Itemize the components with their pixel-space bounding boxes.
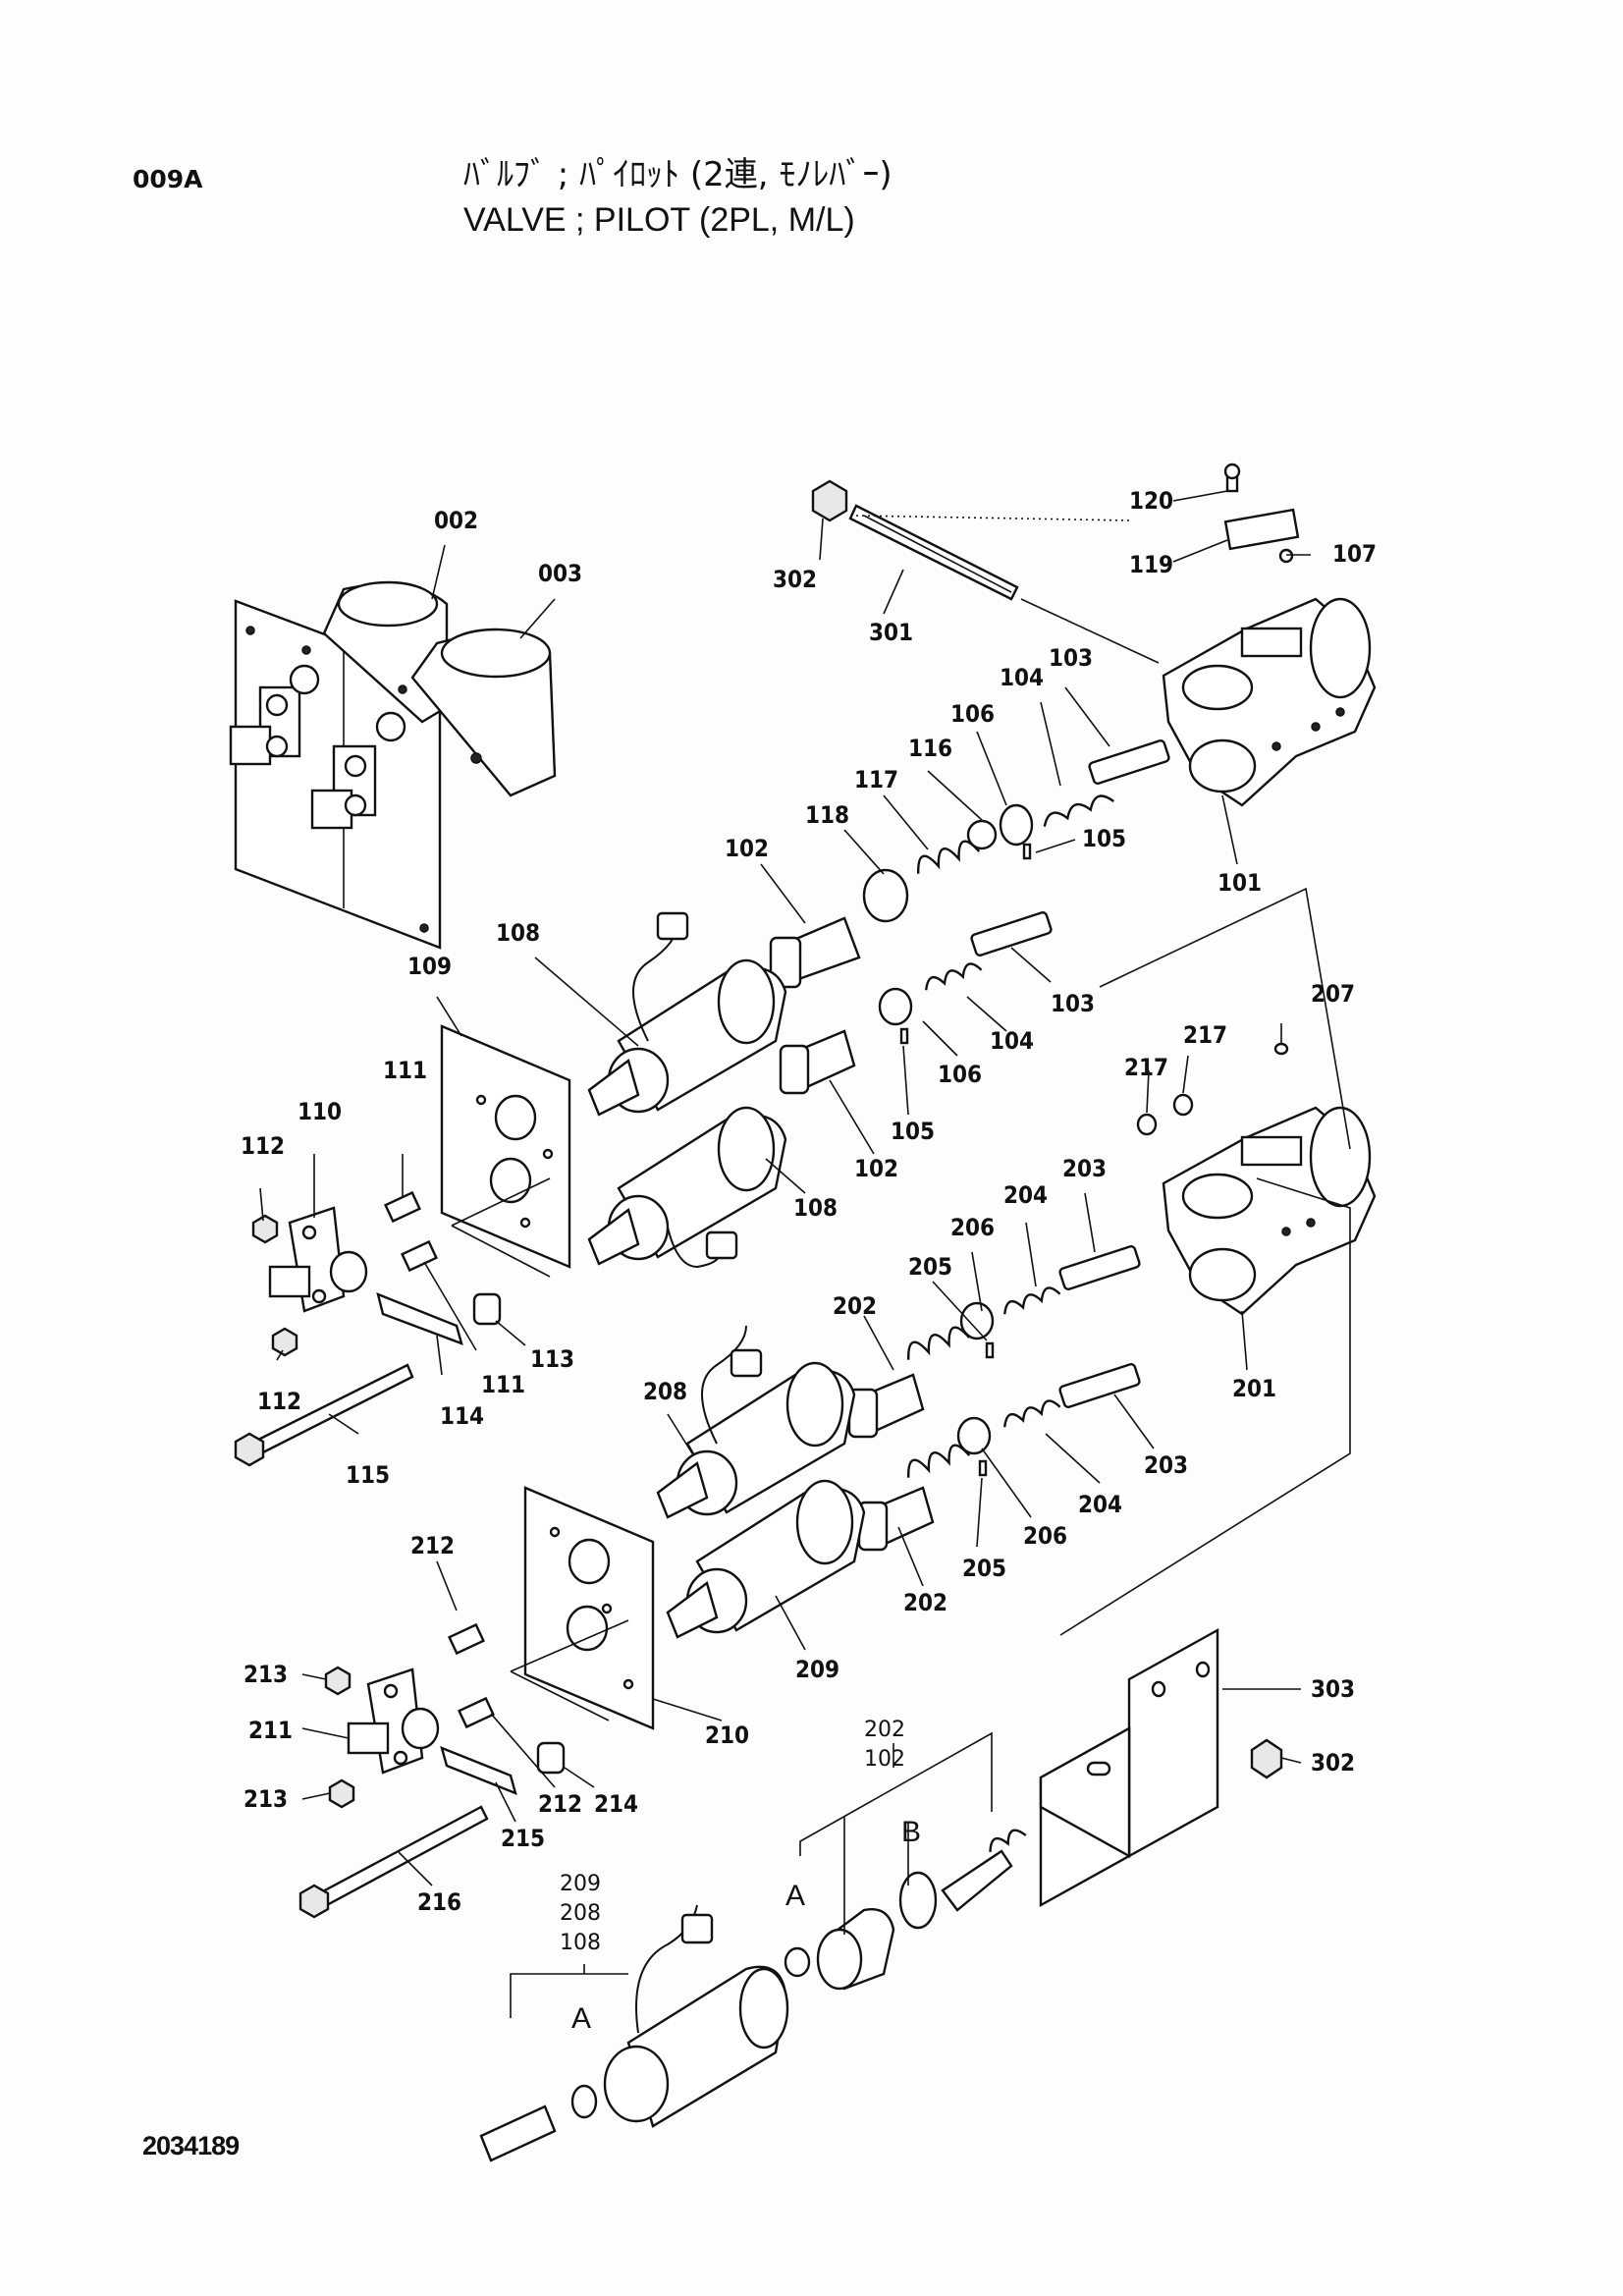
callout-117: 117 xyxy=(854,766,898,793)
callout-213: 213 xyxy=(243,1785,288,1813)
callout-003: 003 xyxy=(538,560,582,587)
detail-ref-102: 102 xyxy=(864,1747,905,1772)
callout-217: 217 xyxy=(1124,1054,1168,1081)
callout-212: 212 xyxy=(410,1532,455,1559)
callout-102: 102 xyxy=(854,1155,898,1182)
callout-215: 215 xyxy=(501,1825,545,1852)
detail-letter-b: B xyxy=(901,1816,921,1848)
callout-002: 002 xyxy=(434,507,478,534)
detail-ref-208: 208 xyxy=(560,1901,601,1926)
callout-109: 109 xyxy=(407,953,452,980)
upper-spool-stack-drawing xyxy=(769,739,1170,1095)
detail-inset-drawing xyxy=(479,1731,1027,2162)
page-title-english: VALVE ; PILOT (2PL, M/L) xyxy=(463,201,855,239)
page-title-japanese: ﾊﾞﾙﾌﾞ ; ﾊﾟｲﾛｯﾄ (2連, ﾓﾉﾚﾊﾞｰ) xyxy=(463,155,893,194)
callout-212: 212 xyxy=(538,1790,582,1818)
valve-body-101-drawing xyxy=(1162,463,1377,807)
callout-118: 118 xyxy=(805,801,849,829)
callout-203: 203 xyxy=(1062,1155,1107,1182)
detail-ref-108: 108 xyxy=(560,1931,601,1955)
callout-110: 110 xyxy=(298,1098,342,1125)
callout-207: 207 xyxy=(1311,980,1355,1008)
callout-106: 106 xyxy=(950,700,995,728)
callout-302: 302 xyxy=(1311,1749,1355,1777)
callout-113: 113 xyxy=(530,1345,574,1373)
callout-112: 112 xyxy=(241,1132,285,1160)
callout-103: 103 xyxy=(1049,644,1093,672)
callout-114: 114 xyxy=(440,1402,484,1430)
callout-112: 112 xyxy=(257,1388,301,1415)
callout-102: 102 xyxy=(725,835,769,862)
plate-210-drawing xyxy=(510,1486,655,1730)
tie-rod-drawing xyxy=(811,479,1160,664)
pilot-valve-assembly-drawing xyxy=(229,580,557,950)
callout-208: 208 xyxy=(643,1378,687,1405)
callout-101: 101 xyxy=(1217,869,1262,897)
callout-120: 120 xyxy=(1129,487,1173,515)
solenoid-208-drawing xyxy=(656,1325,856,1519)
callout-209: 209 xyxy=(795,1656,839,1683)
callout-205: 205 xyxy=(962,1555,1006,1582)
callout-108: 108 xyxy=(793,1194,838,1222)
callout-213: 213 xyxy=(243,1661,288,1688)
plate-109-drawing xyxy=(440,1024,571,1278)
bracket-110-drawing xyxy=(234,1190,502,1467)
callout-202: 202 xyxy=(903,1589,947,1616)
callout-116: 116 xyxy=(908,735,952,762)
section-code: 009A xyxy=(133,165,203,193)
detail-letter-a: A xyxy=(571,2002,591,2035)
callout-202: 202 xyxy=(833,1292,877,1320)
detail-ref-202: 202 xyxy=(864,1718,905,1742)
callout-119: 119 xyxy=(1129,551,1173,578)
callout-302: 302 xyxy=(773,566,817,593)
callout-217: 217 xyxy=(1183,1021,1227,1049)
callout-104: 104 xyxy=(990,1027,1034,1055)
solenoid-209-drawing xyxy=(666,1479,866,1639)
callout-111: 111 xyxy=(383,1057,427,1084)
callout-210: 210 xyxy=(705,1722,749,1749)
callout-107: 107 xyxy=(1332,540,1377,568)
callout-303: 303 xyxy=(1311,1675,1355,1703)
callout-206: 206 xyxy=(1023,1522,1067,1550)
callout-216: 216 xyxy=(417,1888,461,1916)
callout-204: 204 xyxy=(1078,1491,1122,1518)
valve-body-201-drawing xyxy=(1136,1042,1377,1316)
callout-301: 301 xyxy=(869,619,913,646)
detail-letter-a: A xyxy=(785,1880,805,1912)
callout-105: 105 xyxy=(1082,825,1126,852)
callout-205: 205 xyxy=(908,1253,952,1281)
callout-115: 115 xyxy=(346,1461,390,1489)
callout-201: 201 xyxy=(1232,1375,1276,1402)
callout-106: 106 xyxy=(938,1061,982,1088)
mounting-bracket-303-drawing xyxy=(1039,887,1351,1908)
callout-labels: 002 003 302 301 120 119 107 103 104 106 … xyxy=(241,487,1377,1916)
callout-203: 203 xyxy=(1144,1451,1188,1479)
callout-211: 211 xyxy=(248,1717,293,1744)
callout-105: 105 xyxy=(891,1118,935,1145)
callout-206: 206 xyxy=(950,1214,995,1241)
drawing-number: 2034189 xyxy=(142,2131,240,2160)
lower-spool-stack-drawing xyxy=(847,1245,1141,1552)
bracket-211-drawing xyxy=(298,1622,566,1919)
callout-103: 103 xyxy=(1051,990,1095,1017)
solenoid-108-drawing xyxy=(587,911,787,1269)
callout-111: 111 xyxy=(481,1371,525,1398)
detail-inset-labels: 202 102 209 208 108 A B A xyxy=(560,1718,921,2035)
detail-ref-209: 209 xyxy=(560,1872,601,1896)
callout-108: 108 xyxy=(496,919,540,947)
callout-104: 104 xyxy=(1000,664,1044,691)
callout-214: 214 xyxy=(594,1790,638,1818)
leader-lines xyxy=(259,490,1311,1886)
callout-204: 204 xyxy=(1003,1181,1048,1209)
